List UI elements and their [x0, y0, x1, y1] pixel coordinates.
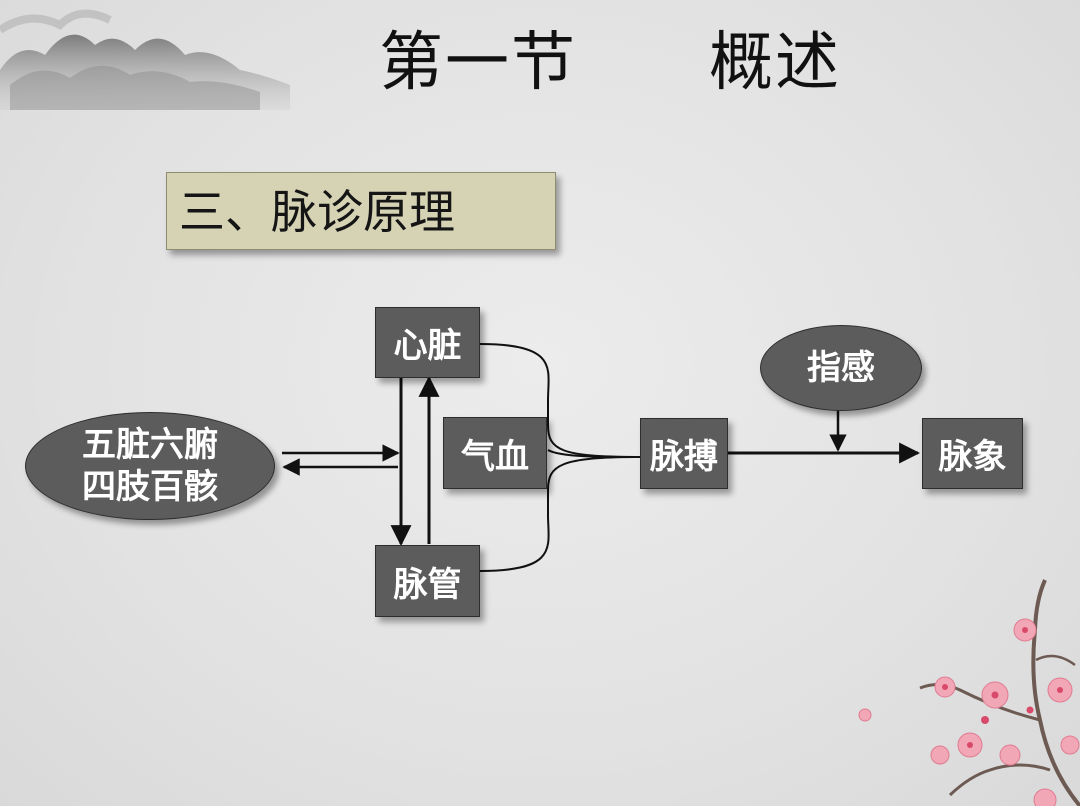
node-vessel: 脉管 — [375, 545, 480, 617]
section-heading-box: 三、脉诊原理 — [166, 172, 556, 250]
node-qixue: 气血 — [443, 417, 547, 489]
curve-vessel-to-pulse — [479, 456, 641, 572]
curve-heart-to-pulse — [479, 343, 641, 458]
slide-title: 第一节 概述 — [379, 26, 841, 100]
mountain-landscape-decoration — [0, 9, 290, 110]
node-organs-limbs: 五脏六腑 四肢百骸 — [25, 412, 275, 520]
plum-blossom-decoration — [858, 579, 1080, 806]
node-pulse-image: 脉象 — [922, 418, 1023, 489]
node-organs-line1: 五脏六腑 — [82, 425, 218, 465]
node-organs-line2: 四肢百骸 — [82, 467, 218, 507]
node-finger-sense: 指感 — [760, 325, 922, 411]
section-heading: 三、脉诊原理 — [179, 185, 455, 239]
node-pulse-beat: 脉搏 — [640, 418, 728, 489]
node-heart: 心脏 — [375, 307, 480, 378]
